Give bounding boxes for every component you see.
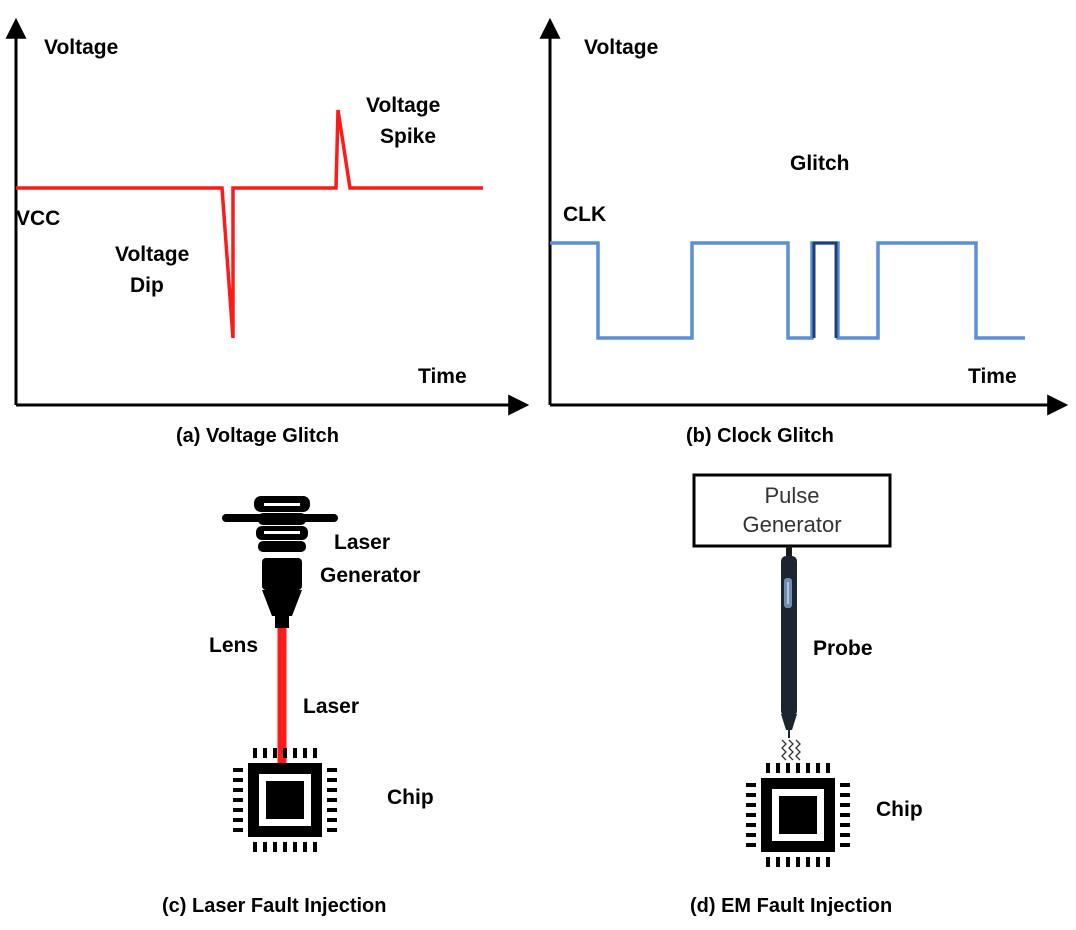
panel-clock-glitch: Voltage Time CLK Glitch (b) Clock Glitch bbox=[539, 17, 1069, 447]
probe-label: Probe bbox=[813, 637, 873, 660]
caption: (d) EM Fault Injection bbox=[690, 895, 892, 917]
laser-generator-label-line1: Laser bbox=[334, 531, 390, 554]
clock-glitch-pulse bbox=[812, 241, 838, 338]
y-axis-label: Voltage bbox=[584, 36, 658, 59]
vcc-label: VCC bbox=[16, 207, 60, 230]
clk-label: CLK bbox=[563, 203, 606, 226]
spike-label-line2: Spike bbox=[380, 125, 436, 148]
panel-laser-fault-injection: Laser Generator Lens Laser Chip (c) Lase… bbox=[162, 496, 434, 917]
chip-label: Chip bbox=[876, 798, 923, 821]
chip-icon bbox=[233, 748, 337, 852]
dip-label-line2: Dip bbox=[130, 274, 164, 297]
em-probe-icon bbox=[781, 546, 801, 761]
lens-label: Lens bbox=[209, 634, 258, 657]
pulse-generator-label-line1: Pulse bbox=[764, 483, 819, 508]
panel-em-fault-injection: Pulse Generator Probe bbox=[690, 473, 923, 917]
spike-label-line1: Voltage bbox=[366, 94, 440, 117]
pulse-generator-box: Pulse Generator bbox=[692, 473, 892, 548]
laser-generator-icon bbox=[222, 496, 338, 628]
caption: (b) Clock Glitch bbox=[686, 425, 834, 447]
clock-trace bbox=[550, 241, 1025, 340]
dip-label-line1: Voltage bbox=[115, 243, 189, 266]
caption: (c) Laser Fault Injection bbox=[162, 895, 386, 917]
laser-label: Laser bbox=[303, 695, 359, 718]
x-axis-label: Time bbox=[418, 365, 467, 388]
laser-generator-label-line2: Generator bbox=[320, 564, 420, 587]
panel-voltage-glitch: Voltage Time VCC Voltage Dip Voltage Spi… bbox=[5, 17, 530, 447]
chip-label: Chip bbox=[387, 786, 434, 809]
x-axis-label: Time bbox=[968, 365, 1017, 388]
caption: (a) Voltage Glitch bbox=[176, 425, 339, 447]
y-axis-label: Voltage bbox=[44, 36, 118, 59]
chip-icon bbox=[746, 763, 850, 867]
voltage-trace bbox=[16, 109, 483, 339]
glitch-label: Glitch bbox=[790, 152, 850, 175]
pulse-generator-label-line2: Generator bbox=[742, 512, 841, 537]
